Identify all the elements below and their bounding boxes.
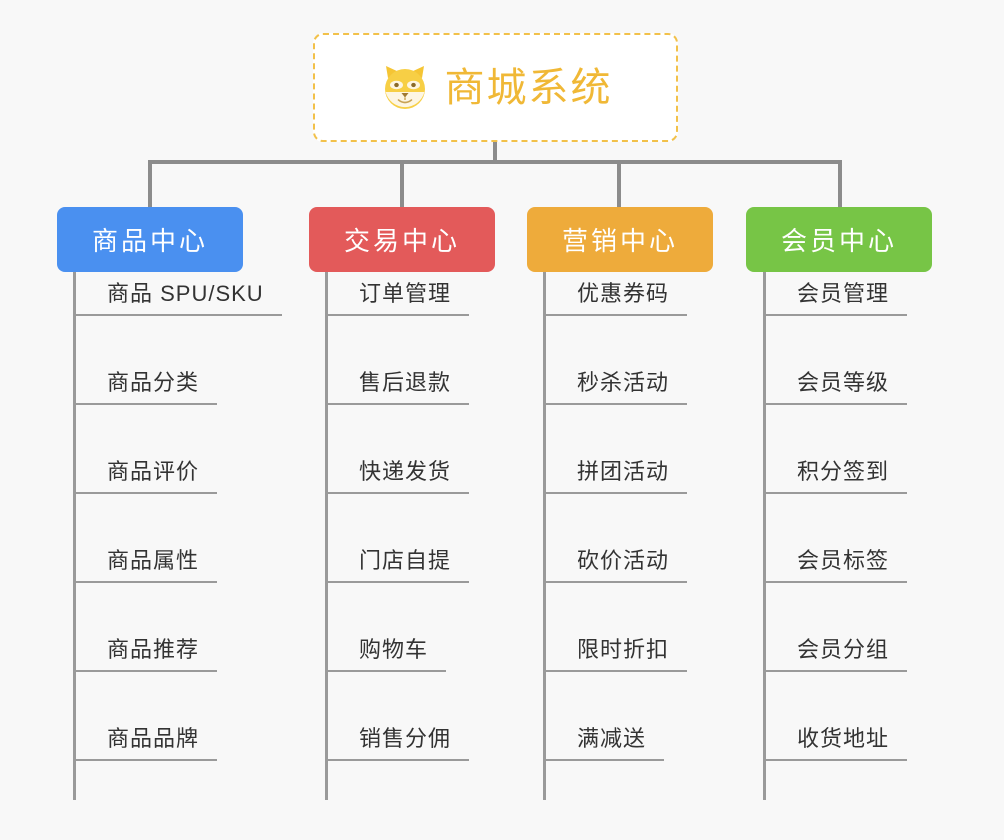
leaf-item[interactable]: 商品评价	[73, 459, 218, 550]
column-spine-product-center	[73, 272, 76, 800]
leaf-label: 满减送	[577, 726, 647, 751]
leaf-label: 秒杀活动	[577, 370, 670, 395]
category-label: 商品中心	[91, 226, 208, 256]
leaf-label: 门店自提	[359, 548, 452, 573]
leaf-label: 销售分佣	[359, 726, 452, 751]
leaf-underline: 订单管理	[325, 281, 470, 316]
leaf-item[interactable]: 会员标签	[763, 548, 908, 639]
connector-drop-trade	[400, 160, 404, 208]
category-label: 交易中心	[343, 226, 460, 256]
leaf-label: 收货地址	[797, 726, 890, 751]
leaf-label: 快递发货	[359, 459, 452, 484]
leaf-underline: 拼团活动	[543, 459, 688, 494]
leaf-item[interactable]: 商品属性	[73, 548, 218, 639]
leaf-item[interactable]: 门店自提	[325, 548, 470, 639]
leaf-underline: 商品评价	[73, 459, 218, 494]
leaf-item[interactable]: 购物车	[325, 637, 447, 728]
leaf-underline: 商品属性	[73, 548, 218, 583]
leaf-underline: 快递发货	[325, 459, 470, 494]
leaf-label: 砍价活动	[577, 548, 670, 573]
connector-horizontal-bus	[148, 160, 842, 164]
leaf-underline: 优惠券码	[543, 281, 688, 316]
leaf-item[interactable]: 商品 SPU/SKU	[73, 283, 282, 372]
leaf-label: 商品品牌	[107, 726, 200, 751]
leaf-label: 购物车	[359, 637, 429, 662]
leaf-label: 会员等级	[797, 370, 890, 395]
leaf-item[interactable]: 限时折扣	[543, 637, 688, 728]
connector-drop-product	[148, 160, 152, 208]
leaf-label: 优惠券码	[577, 281, 670, 306]
root-node-mall-system[interactable]: 商城系统	[313, 33, 678, 142]
leaf-item[interactable]: 会员分组	[763, 637, 908, 728]
leaf-label: 限时折扣	[577, 637, 670, 662]
leaf-item[interactable]: 砍价活动	[543, 548, 688, 639]
column-spine-member-center	[763, 272, 766, 800]
leaf-underline: 销售分佣	[325, 726, 470, 761]
leaf-label: 售后退款	[359, 370, 452, 395]
leaf-underline: 会员标签	[763, 548, 908, 583]
leaf-label: 商品属性	[107, 548, 200, 573]
leaf-item[interactable]: 售后退款	[325, 370, 470, 461]
leaf-item[interactable]: 优惠券码	[543, 281, 688, 372]
leaf-underline: 积分签到	[763, 459, 908, 494]
category-box-trade-center[interactable]: 交易中心	[309, 207, 495, 272]
leaf-underline: 商品 SPU/SKU	[73, 283, 282, 316]
leaf-underline: 会员等级	[763, 370, 908, 405]
leaf-label: 会员标签	[797, 548, 890, 573]
leaf-item[interactable]: 快递发货	[325, 459, 470, 550]
leaf-item[interactable]: 商品分类	[73, 370, 218, 461]
leaf-item[interactable]: 订单管理	[325, 281, 470, 372]
category-box-product-center[interactable]: 商品中心	[57, 207, 243, 272]
leaf-item[interactable]: 满减送	[543, 726, 665, 817]
leaf-item[interactable]: 会员等级	[763, 370, 908, 461]
category-box-member-center[interactable]: 会员中心	[746, 207, 932, 272]
leaf-underline: 会员分组	[763, 637, 908, 672]
leaf-item[interactable]: 收货地址	[763, 726, 908, 817]
leaf-underline: 限时折扣	[543, 637, 688, 672]
leaf-item[interactable]: 秒杀活动	[543, 370, 688, 461]
leaf-underline: 收货地址	[763, 726, 908, 761]
category-label: 营销中心	[561, 226, 678, 256]
column-spine-marketing-center	[543, 272, 546, 800]
leaf-item[interactable]: 拼团活动	[543, 459, 688, 550]
connector-root-drop	[493, 142, 497, 164]
leaf-label: 商品评价	[107, 459, 200, 484]
leaf-label: 商品 SPU/SKU	[107, 281, 264, 306]
leaf-underline: 满减送	[543, 726, 665, 761]
connector-drop-marketing	[617, 160, 621, 208]
leaf-item[interactable]: 积分签到	[763, 459, 908, 550]
connector-drop-member	[838, 160, 842, 208]
leaf-label: 订单管理	[359, 281, 452, 306]
column-spine-trade-center	[325, 272, 328, 800]
category-box-marketing-center[interactable]: 营销中心	[527, 207, 713, 272]
leaf-underline: 商品品牌	[73, 726, 218, 761]
leaf-underline: 商品推荐	[73, 637, 218, 672]
leaf-label: 会员分组	[797, 637, 890, 662]
leaf-underline: 会员管理	[763, 281, 908, 316]
leaf-label: 拼团活动	[577, 459, 670, 484]
shiba-dog-icon	[379, 62, 431, 114]
leaf-label: 商品推荐	[107, 637, 200, 662]
leaf-underline: 购物车	[325, 637, 447, 672]
leaf-label: 会员管理	[797, 281, 890, 306]
leaf-underline: 售后退款	[325, 370, 470, 405]
leaf-item[interactable]: 商品品牌	[73, 726, 218, 817]
leaf-underline: 秒杀活动	[543, 370, 688, 405]
root-title: 商城系统	[444, 65, 613, 110]
leaf-underline: 商品分类	[73, 370, 218, 405]
leaf-label: 商品分类	[107, 370, 200, 395]
category-label: 会员中心	[780, 226, 897, 256]
leaf-underline: 砍价活动	[543, 548, 688, 583]
leaf-item[interactable]: 商品推荐	[73, 637, 218, 728]
leaf-underline: 门店自提	[325, 548, 470, 583]
leaf-item[interactable]: 会员管理	[763, 281, 908, 372]
leaf-label: 积分签到	[797, 459, 890, 484]
leaf-item[interactable]: 销售分佣	[325, 726, 470, 817]
